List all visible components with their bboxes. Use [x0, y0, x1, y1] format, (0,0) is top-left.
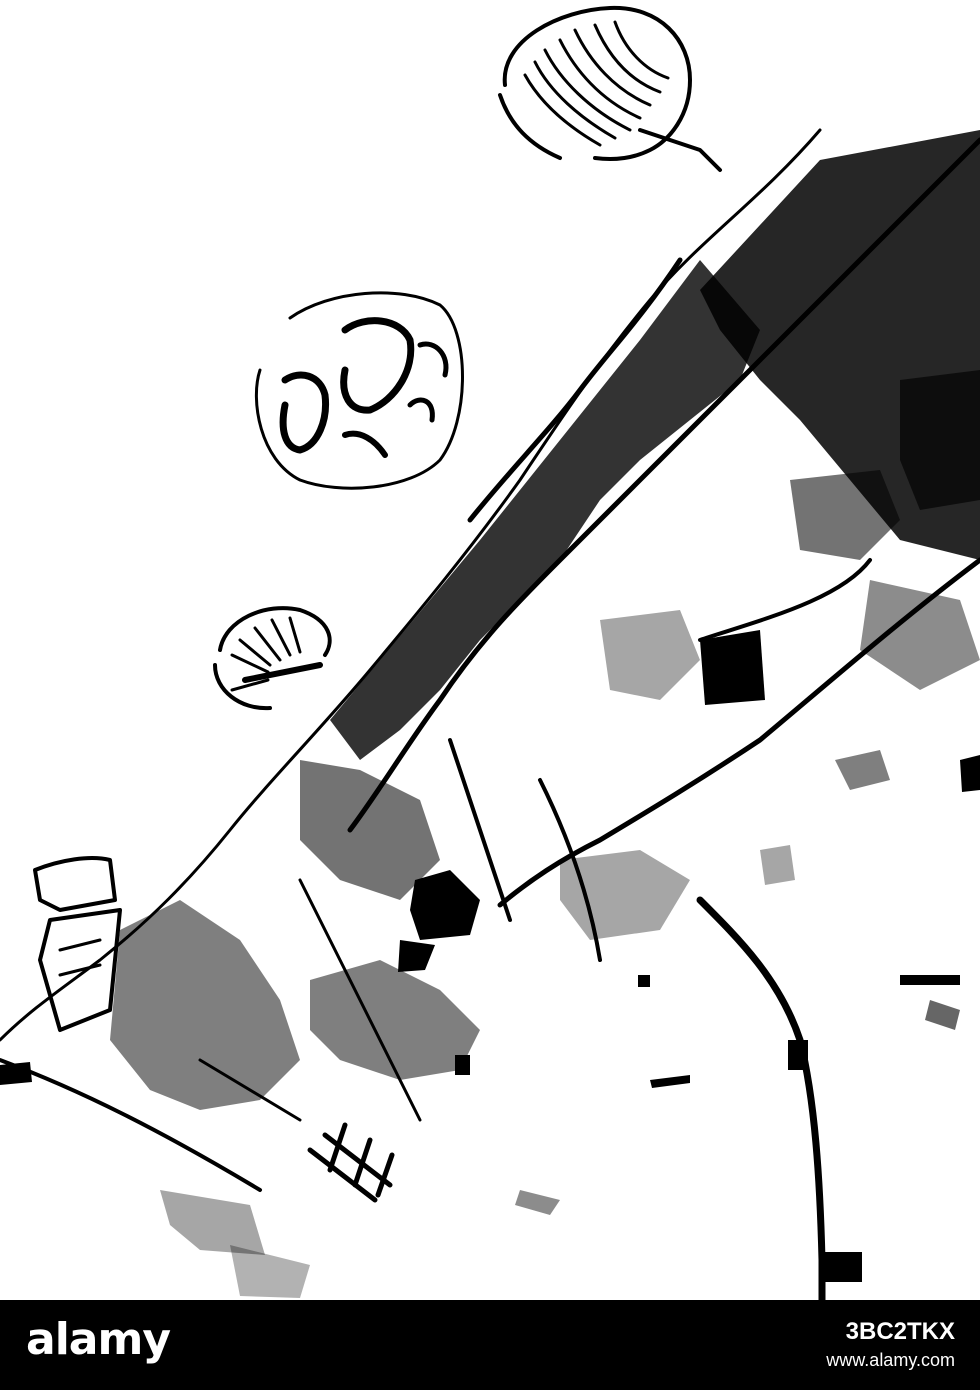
watermark-bar — [0, 1300, 980, 1390]
world-islands — [254, 291, 464, 490]
city-map — [0, 5, 980, 1300]
north-palm-island — [498, 5, 722, 172]
harbour-outline — [33, 856, 122, 1032]
brand-logo: alamy — [26, 1314, 171, 1365]
desert-road-grid — [307, 1122, 395, 1203]
site-url-label: www.alamy.com — [826, 1350, 955, 1370]
map-drawing — [0, 5, 980, 1300]
urban-fill — [0, 130, 980, 1298]
image-id-label: 3BC2TKX — [845, 1318, 955, 1345]
south-palm-island — [213, 606, 332, 711]
